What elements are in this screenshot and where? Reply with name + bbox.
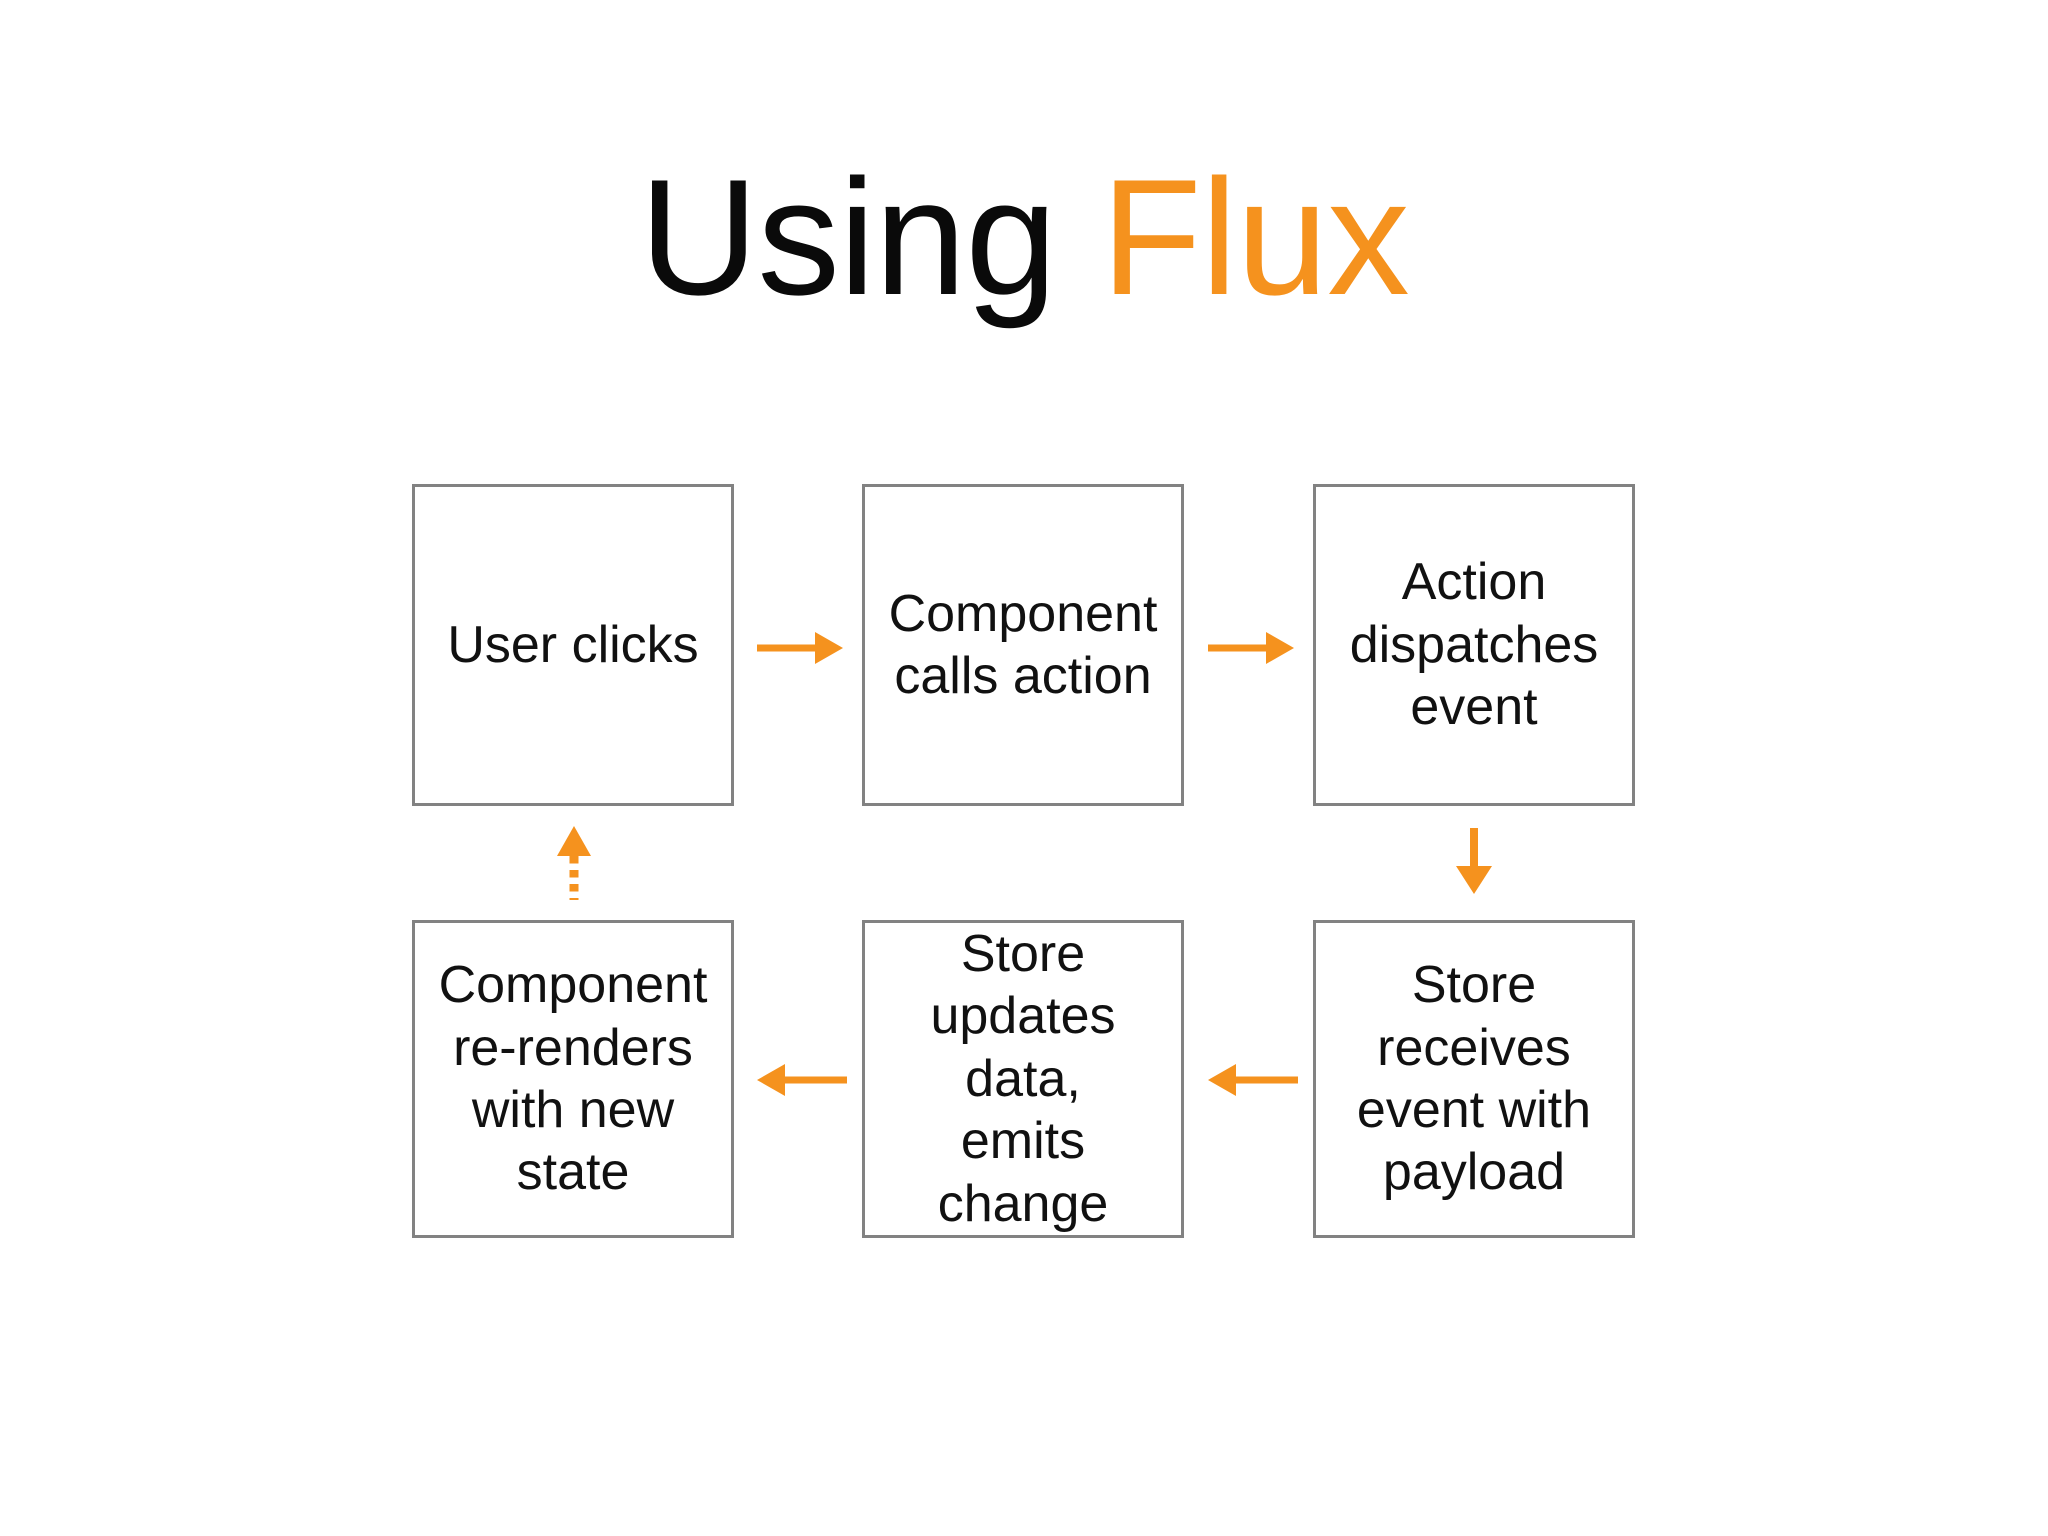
- arrow-shaft: [1470, 828, 1478, 870]
- arrow-shaft: [1208, 644, 1270, 652]
- flow-box-component-re-renders: Component re-renders with new state: [412, 920, 734, 1238]
- flow-box-label: Component re-renders with new state: [438, 956, 708, 1202]
- arrow-up-dotted-icon: [552, 826, 596, 912]
- arrow-down-icon: [1450, 828, 1498, 908]
- arrow-head: [1208, 1064, 1236, 1096]
- arrow-right-icon: [757, 630, 847, 666]
- flow-box-label: User clicks: [447, 615, 699, 674]
- arrow-shaft: [1236, 1076, 1298, 1084]
- arrow-head: [1266, 632, 1294, 664]
- flow-box-store-receives-event: Store receives event with payload: [1313, 920, 1635, 1238]
- flow-box-action-dispatches-event: Action dispatches event: [1313, 484, 1635, 806]
- arrow-left-icon: [757, 1062, 847, 1098]
- flow-box-label: Component calls action: [888, 584, 1158, 705]
- flow-box-store-updates-data: Store updates data, emits change: [862, 920, 1184, 1238]
- arrow-left-icon: [1208, 1062, 1298, 1098]
- arrow-dotted-shaft: [569, 856, 579, 900]
- page-title: Using Flux: [0, 148, 2048, 326]
- flow-box-label: Action dispatches event: [1349, 553, 1599, 737]
- arrow-head: [1456, 866, 1492, 894]
- flow-box-user-clicks: User clicks: [412, 484, 734, 806]
- page-title-primary: Using: [639, 145, 1101, 329]
- arrow-shaft: [785, 1076, 847, 1084]
- arrow-right-icon: [1208, 630, 1298, 666]
- page-title-accent: Flux: [1100, 145, 1410, 329]
- flow-box-component-calls-action: Component calls action: [862, 484, 1184, 806]
- flow-box-label: Store receives event with payload: [1356, 956, 1592, 1202]
- flow-box-label: Store updates data, emits change: [930, 925, 1116, 1233]
- arrow-shaft: [757, 644, 819, 652]
- arrow-head: [557, 826, 591, 856]
- arrow-head: [815, 632, 843, 664]
- arrow-head: [757, 1064, 785, 1096]
